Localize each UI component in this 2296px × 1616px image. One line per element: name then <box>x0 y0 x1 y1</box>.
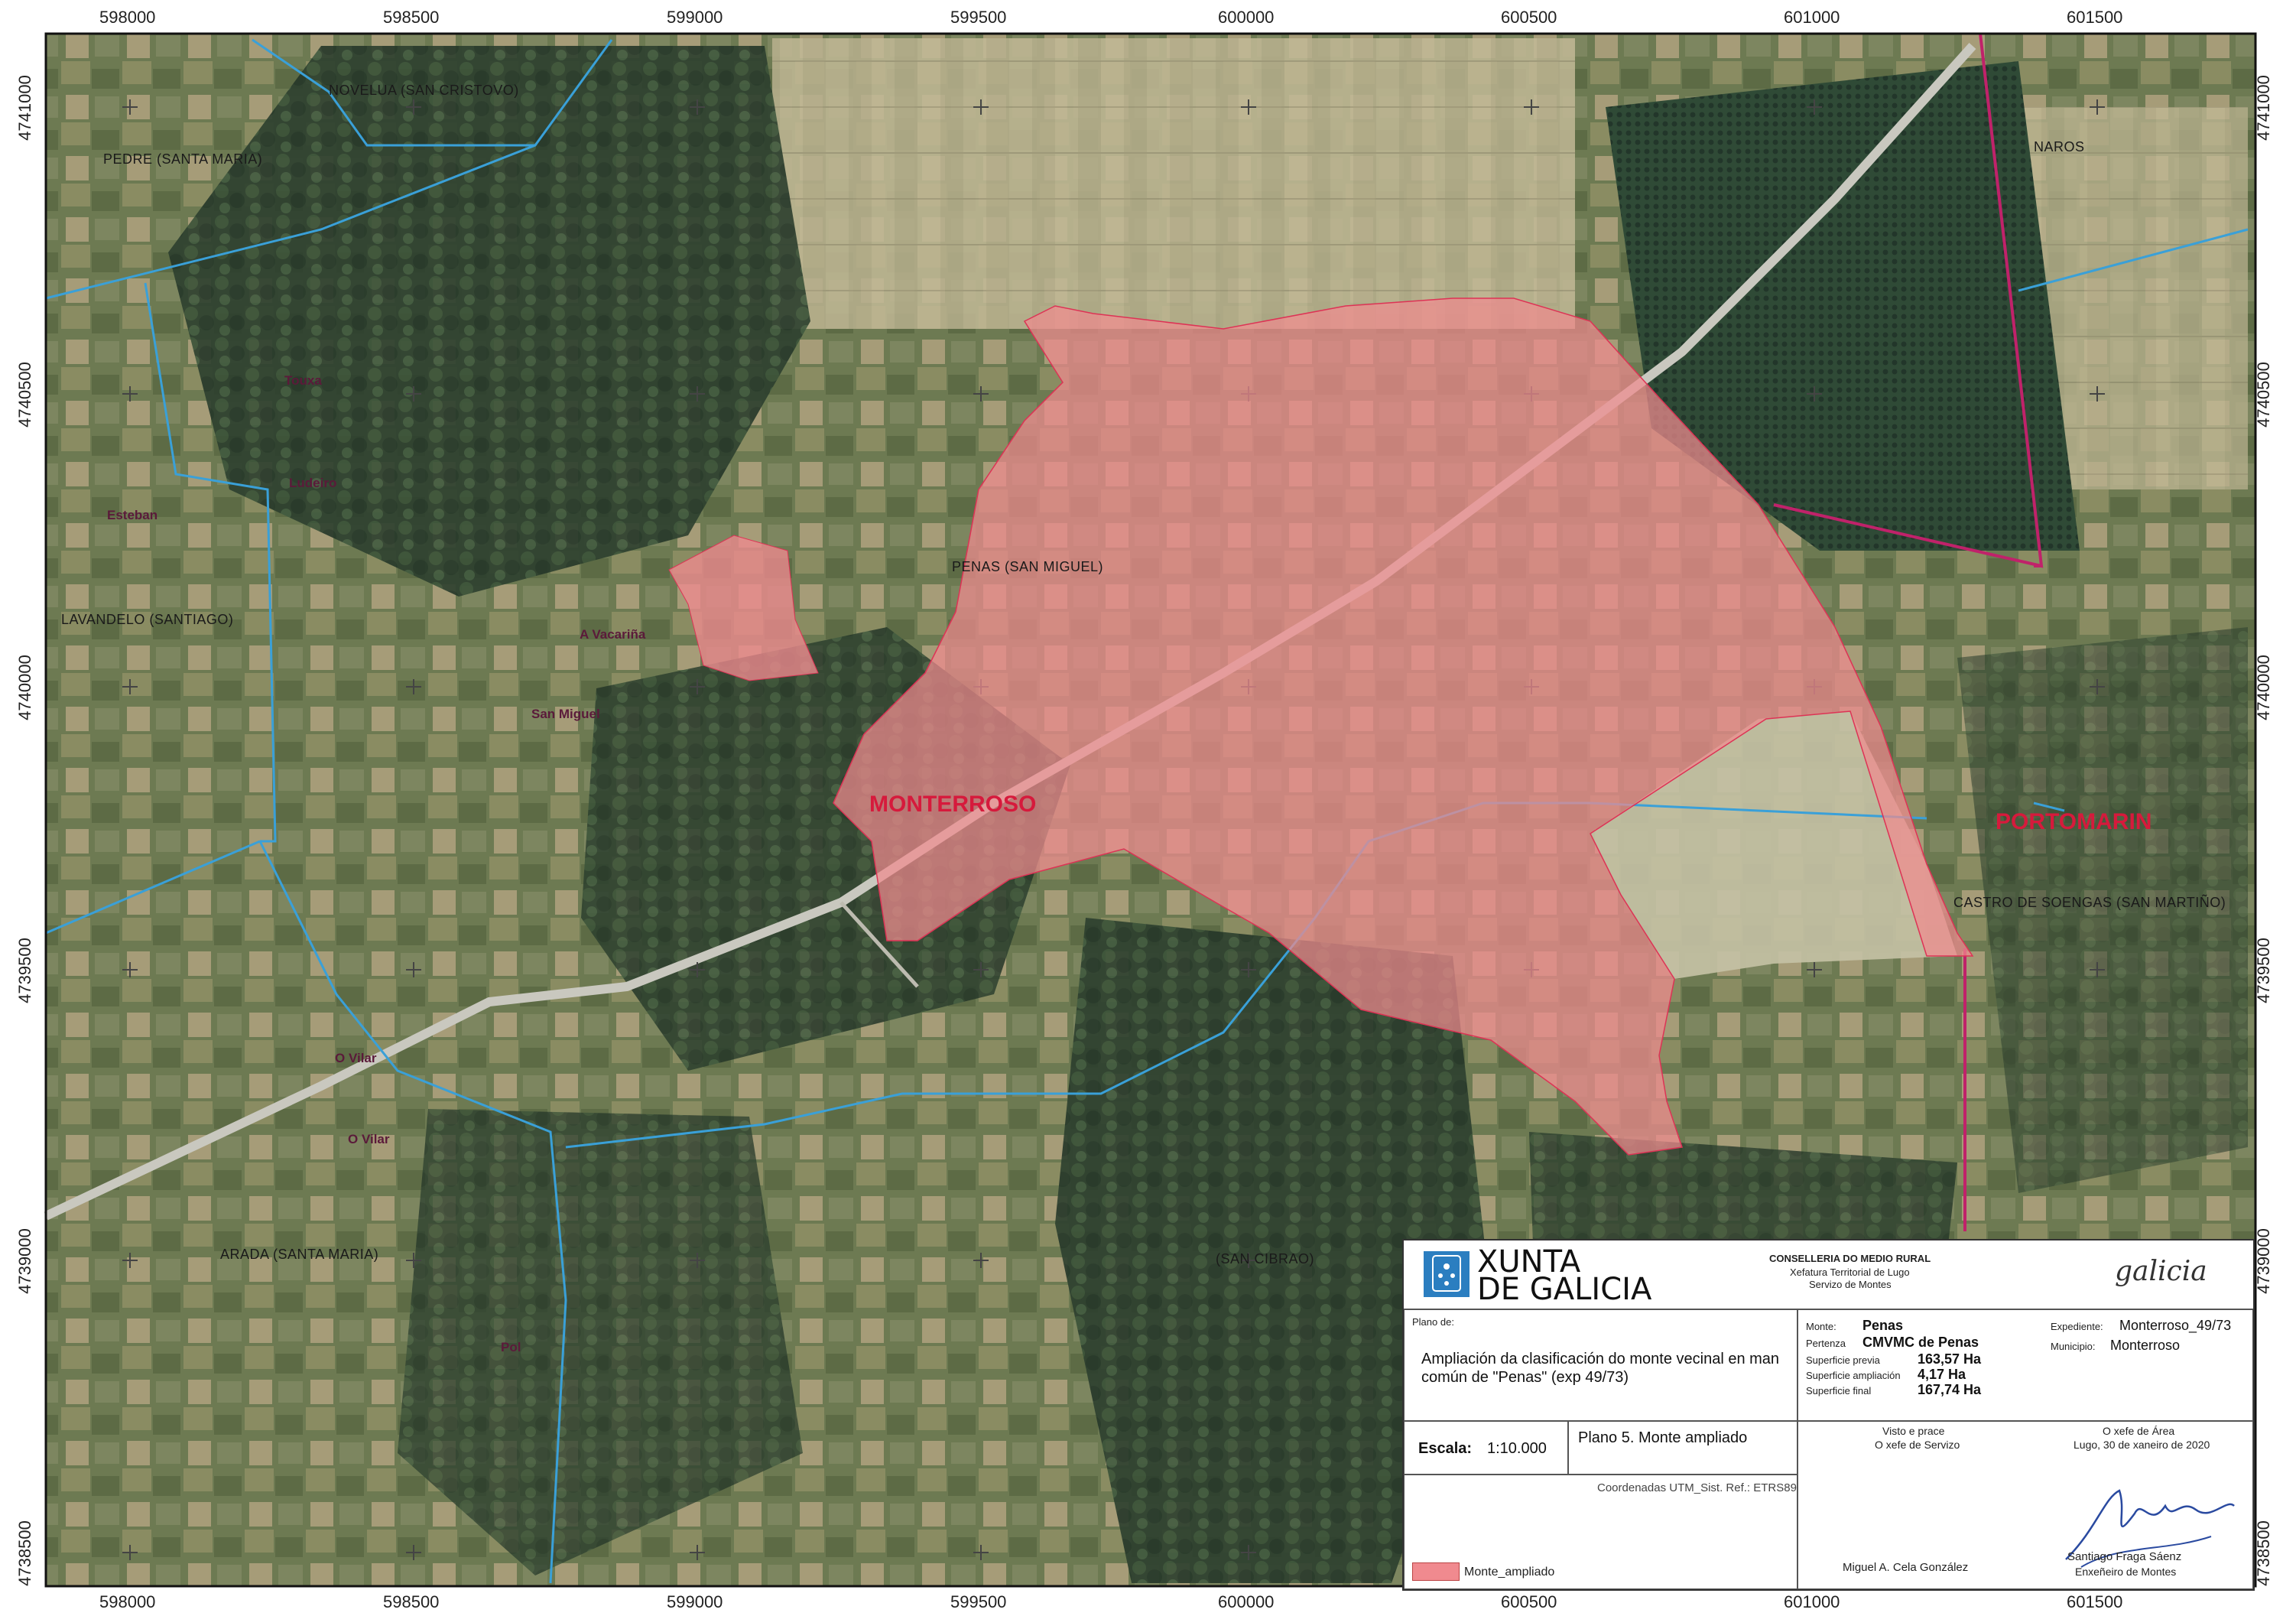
place-label-naros: NAROS <box>2034 139 2085 154</box>
x-tick-bottom: 599000 <box>667 1592 723 1611</box>
signer1-name: Miguel A. Cela González <box>1843 1561 1969 1574</box>
x-tick-top: 600500 <box>1501 8 1557 27</box>
date-label: Lugo, 30 de xaneiro de 2020 <box>2074 1439 2210 1451</box>
sup-previa-value: 163,57 Ha <box>1918 1351 1982 1367</box>
xunta-line2: DE GALICIA <box>1477 1272 1652 1307</box>
x-tick-bottom: 601500 <box>2067 1592 2123 1611</box>
y-tick-left: 4741000 <box>15 75 34 141</box>
monte-info-cell: Monte: Penas Pertenza CMVMC de Penas Sup… <box>1798 1309 2253 1421</box>
place-label-castro-soengas: CASTRO DE SOENGAS (SAN MARTIÑO) <box>1953 895 2226 910</box>
xunta-logo <box>1424 1251 1470 1297</box>
x-tick-bottom: 599500 <box>950 1592 1007 1611</box>
x-tick-bottom: 598500 <box>383 1592 440 1611</box>
coord-system: Coordenadas UTM_Sist. Ref.: ETRS89 <box>1597 1481 1797 1494</box>
title-block: XUNTA DE GALICIA CONSELLERIA DO MEDIO RU… <box>1402 1239 2255 1591</box>
y-tick-right: 4740500 <box>2253 362 2273 428</box>
place-label-penas: PENAS (SAN MIGUEL) <box>952 559 1104 574</box>
y-tick-right: 4739000 <box>2253 1228 2273 1294</box>
sup-previa-label: Superficie previa <box>1806 1354 1880 1366</box>
pertenza-label: Pertenza <box>1806 1338 1846 1349</box>
sup-ampliacion-label: Superficie ampliación <box>1806 1370 1901 1381</box>
municipality-portomarin: PORTOMARIN <box>1996 809 2152 834</box>
x-tick-bottom: 598000 <box>99 1592 156 1611</box>
header-row: XUNTA DE GALICIA CONSELLERIA DO MEDIO RU… <box>1404 1240 2253 1309</box>
village-o-vilar-1: O Vilar <box>335 1051 377 1065</box>
place-label-pedre: PEDRE (SANTA MARIA) <box>103 151 263 167</box>
signature-mark <box>2065 1489 2235 1568</box>
escala-value: 1:10.000 <box>1487 1440 1547 1457</box>
place-label-novelua: NOVELUA (SAN CRISTOVO) <box>329 83 519 98</box>
signer2-role: Enxeñeiro de Montes <box>2075 1566 2177 1578</box>
legend-swatch <box>1412 1562 1460 1581</box>
pertenza-value: CMVMC de Penas <box>1862 1335 1979 1350</box>
legend-label: Monte_ampliado <box>1464 1566 1555 1579</box>
plano-de-label: Plano de: <box>1412 1316 1454 1328</box>
x-tick-top: 599500 <box>950 8 1007 27</box>
xunta-line1: XUNTA <box>1477 1244 1581 1279</box>
y-tick-left: 4739000 <box>15 1228 34 1294</box>
x-tick-top: 598000 <box>99 8 156 27</box>
x-tick-bottom: 600500 <box>1501 1592 1557 1611</box>
x-tick-top: 601500 <box>2067 8 2123 27</box>
legend-cell: Coordenadas UTM_Sist. Ref.: ETRS89 Monte… <box>1404 1475 1798 1589</box>
x-tick-top: 599000 <box>667 8 723 27</box>
xefe-servizo-label: O xefe de Servizo <box>1875 1439 1960 1451</box>
x-tick-top: 598500 <box>383 8 440 27</box>
galicia-logo: galicia <box>2115 1256 2207 1287</box>
y-tick-left: 4738500 <box>15 1520 34 1586</box>
x-tick-top: 601000 <box>1784 8 1840 27</box>
xefe-area-label: O xefe de Área <box>2103 1425 2175 1437</box>
village-o-vilar-2: O Vilar <box>348 1132 390 1146</box>
expediente-label: Expediente: <box>2051 1321 2103 1332</box>
y-tick-right: 4738500 <box>2253 1520 2273 1586</box>
place-label-lavandelo: LAVANDELO (SANTIAGO) <box>61 612 234 627</box>
sup-final-value: 167,74 Ha <box>1918 1382 1982 1397</box>
xunta-shield-icon <box>1432 1255 1461 1292</box>
sup-final-label: Superficie final <box>1806 1385 1872 1397</box>
escala-cell: Escala: 1:10.000 <box>1404 1421 1568 1475</box>
municipio-label: Municipio: <box>2051 1341 2096 1352</box>
plano-de-cell: Plano de: Ampliación da clasificación do… <box>1404 1309 1798 1421</box>
visto-label: Visto e prace <box>1882 1425 1945 1437</box>
municipio-value: Monterroso <box>2110 1338 2181 1353</box>
village-san-miguel: San Miguel <box>531 707 600 721</box>
escala-label: Escala: <box>1418 1440 1473 1457</box>
monte-value: Penas <box>1862 1318 1904 1333</box>
place-label-arada: ARADA (SANTA MARIA) <box>220 1247 379 1262</box>
signature-cell: Visto e prace O xefe de Servizo O xefe d… <box>1798 1421 2253 1589</box>
x-tick-bottom: 600000 <box>1218 1592 1275 1611</box>
signer2-name: Santiago Fraga Sáenz <box>2067 1550 2182 1563</box>
monte-label: Monte: <box>1806 1321 1836 1332</box>
y-tick-left: 4739500 <box>15 938 34 1003</box>
village-a-vacarina: A Vacariña <box>580 627 646 642</box>
sup-ampliacion-value: 4,17 Ha <box>1918 1367 1966 1382</box>
expediente-value: Monterroso_49/73 <box>2119 1318 2232 1333</box>
village-pol: Pol <box>501 1340 521 1354</box>
xefatura-name: Xefatura Territorial de Lugo <box>1790 1266 1910 1278</box>
servizo-name: Servizo de Montes <box>1809 1279 1892 1290</box>
y-tick-left: 4740000 <box>15 655 34 720</box>
y-tick-right: 4739500 <box>2253 938 2273 1003</box>
village-touxa: Touxa <box>284 373 322 388</box>
village-esteban: Esteban <box>107 508 158 522</box>
plano-num: Plano 5. Monte ampliado <box>1578 1429 1748 1446</box>
y-tick-right: 4740000 <box>2253 655 2273 720</box>
plano-num-cell: Plano 5. Monte ampliado <box>1568 1421 1798 1475</box>
conselleria-name: CONSELLERIA DO MEDIO RURAL <box>1769 1253 1931 1264</box>
place-label-san-cibrao: (SAN CIBRAO) <box>1216 1251 1315 1266</box>
village-ludeiro: Ludeiro <box>289 476 337 490</box>
plano-title: Ampliación da clasificación do monte vec… <box>1421 1351 1780 1386</box>
x-tick-bottom: 601000 <box>1784 1592 1840 1611</box>
x-tick-top: 600000 <box>1218 8 1275 27</box>
y-tick-right: 4741000 <box>2253 75 2273 141</box>
y-tick-left: 4740500 <box>15 362 34 428</box>
municipality-monterroso: MONTERROSO <box>869 792 1037 817</box>
